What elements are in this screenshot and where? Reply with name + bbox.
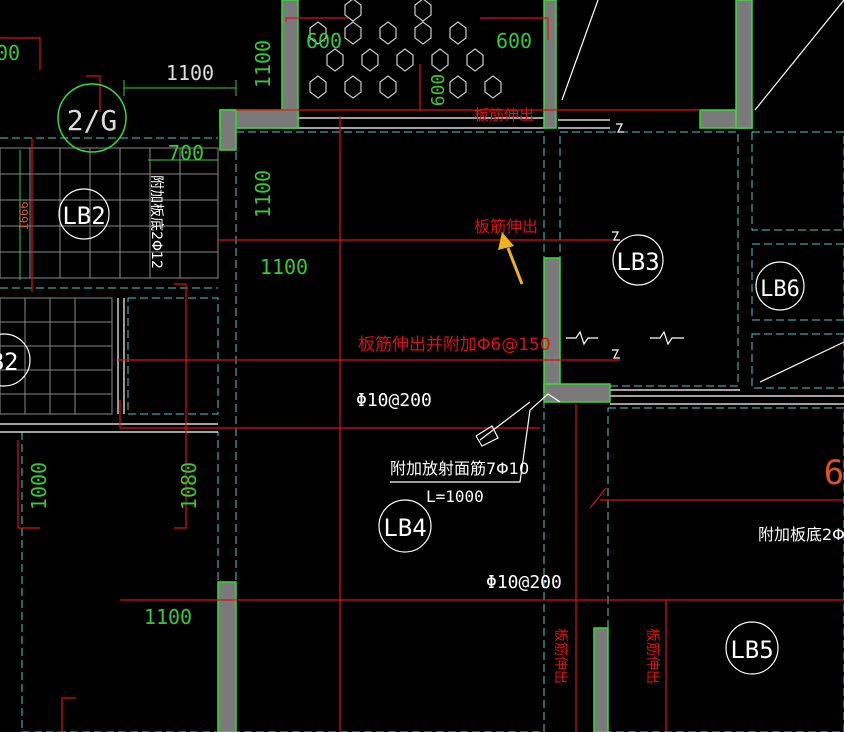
note-extend-top: 板筋伸出 <box>474 106 534 124</box>
rebar-lines <box>0 17 844 732</box>
slab-label-lb6: LB6 <box>760 277 800 302</box>
walls <box>217 0 753 732</box>
dim-1666: 1666 <box>17 202 31 231</box>
note-extend-mid: 板筋伸出 <box>474 217 538 236</box>
dim-1100-mid: 1100 <box>260 255 308 279</box>
dim-600-a: 600 <box>306 29 342 53</box>
dim-1100-bottom: 1100 <box>144 605 192 629</box>
note-radiation-1: 附加放射面筋7Φ10 <box>390 459 529 478</box>
dim-00-edge: 00 <box>0 41 20 65</box>
radiation-leader <box>390 393 561 483</box>
highlight-arrow <box>498 232 524 285</box>
dim-1000-left: 1000 <box>27 462 51 510</box>
note-add-bottom-right: 附加板底2Φ12 <box>758 525 844 544</box>
hexagon-pattern <box>309 0 502 99</box>
axis-bubble-label: 2/G <box>67 104 118 137</box>
note-add-bottom-lb2: 附加板底2Φ12 <box>148 175 164 269</box>
dim-6-edge: 6 <box>824 453 844 493</box>
dim-600-vertical: 600 <box>428 74 449 107</box>
slab-circles <box>0 188 805 675</box>
dimension-texts: 1100 600 600 600 1100 700 1100 1100 1666… <box>0 29 844 629</box>
break-marks <box>612 123 624 359</box>
dimension-lines <box>19 80 237 280</box>
note-rebar-2: Φ10@200 <box>486 572 562 593</box>
slab-label-b2: B2 <box>0 348 18 376</box>
dim-1100-left: 1100 <box>251 170 275 218</box>
slab-label-lb3: LB3 <box>616 248 659 276</box>
slab-label-lb5: LB5 <box>730 636 773 664</box>
thin-structure-lines <box>0 0 844 433</box>
dim-top-1100: 1100 <box>166 61 214 85</box>
slab-label-lb2: LB2 <box>62 202 105 230</box>
note-extend-v1: 板筋伸出 <box>552 628 569 684</box>
note-extend-v2: 板筋伸出 <box>644 628 661 684</box>
dim-1080: 1080 <box>177 462 201 510</box>
note-rebar-1: Φ10@200 <box>356 390 432 411</box>
note-radiation-2: L=1000 <box>426 487 484 506</box>
dim-wall-1100-top: 1100 <box>251 40 275 88</box>
dim-700: 700 <box>168 141 204 165</box>
axis-bubble: 2/G <box>57 83 127 153</box>
tile-hatch-b2 <box>0 297 113 415</box>
note-extend-add: 板筋伸出并附加Φ6@150 <box>358 335 551 355</box>
tile-hatch-lb2 <box>0 147 219 279</box>
slab-label-lb4: LB4 <box>383 514 426 542</box>
dim-600-b: 600 <box>496 29 532 53</box>
